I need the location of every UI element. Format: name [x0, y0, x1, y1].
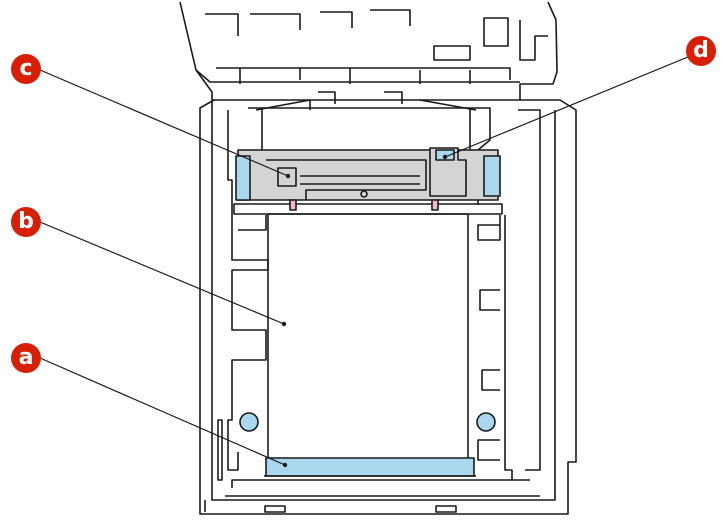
callout-c: c — [11, 54, 41, 84]
transfer-belt — [265, 457, 475, 477]
leader-line-a — [39, 357, 286, 466]
leader-line-d — [444, 51, 701, 158]
callout-b: b — [11, 207, 41, 237]
right-roller — [476, 412, 496, 432]
leader-line-c — [39, 69, 289, 177]
left-roller — [239, 412, 259, 432]
callout-a: a — [11, 343, 41, 373]
callout-d: d — [686, 36, 716, 66]
leader-lines — [39, 51, 701, 466]
leader-line-b — [39, 221, 285, 325]
leader-endpoints — [281, 154, 448, 468]
printer-outline — [179, 1, 577, 515]
